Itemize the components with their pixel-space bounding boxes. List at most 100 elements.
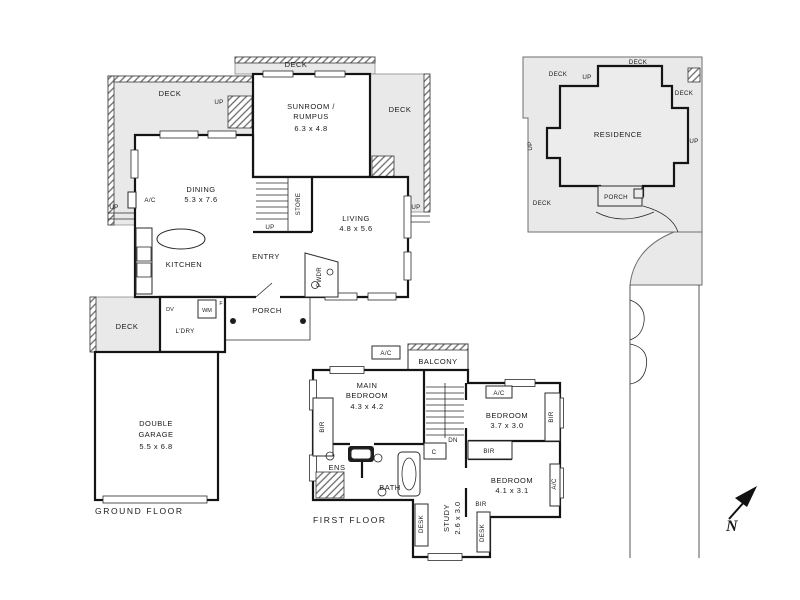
window: [504, 379, 536, 387]
residence-outline: [545, 64, 690, 198]
label-desk: DESK: [418, 514, 425, 533]
label-bath: BATH: [379, 483, 400, 492]
window: [314, 70, 346, 78]
garden-scallop: [629, 343, 648, 385]
label-dn: DN: [448, 437, 458, 444]
label-bedroom3-dims: 4.1 x 3.1: [495, 486, 528, 495]
label-deck: DECK: [629, 59, 648, 66]
ac-unit: [371, 345, 401, 360]
label-ac: A/C: [380, 350, 391, 357]
label-ens: ENS: [329, 463, 346, 472]
deck-railing: [234, 56, 376, 64]
house-outline: [133, 133, 410, 299]
label-up: UP: [582, 74, 591, 81]
first-floor-title: FIRST FLOOR: [313, 515, 387, 525]
balcony-railing: [407, 343, 469, 351]
label-bedroom2-dims: 3.7 x 3.0: [490, 421, 523, 430]
label-main-bedroom: MAIN: [357, 381, 378, 390]
site-planter: [687, 67, 701, 83]
label-main-bedroom: BEDROOM: [346, 391, 388, 400]
toilet: [311, 281, 319, 289]
kitchen-appliance: [136, 246, 152, 262]
site-boundary-funnel: [629, 231, 703, 286]
label-living: LIVING: [342, 214, 370, 223]
garage-door: [102, 495, 208, 504]
label-garage: GARAGE: [138, 430, 173, 439]
kitchen-appliance: [136, 262, 152, 278]
label-pwdr: PWDR: [316, 267, 323, 287]
deck-railing: [107, 75, 115, 226]
window: [207, 130, 237, 139]
north-label: N: [725, 518, 739, 535]
label-deck: DECK: [533, 200, 552, 207]
site-porch-step: [633, 188, 644, 199]
garden-curve: [595, 211, 655, 220]
closet: [423, 442, 447, 460]
planter-box: [371, 155, 395, 179]
north-arrow: N: [725, 486, 757, 535]
label-garage-dims: 5.5 x 6.8: [139, 442, 172, 451]
door-opening: [256, 294, 280, 301]
powder-room: [304, 252, 339, 298]
label-porch: PORCH: [252, 306, 282, 315]
spa-bath-inner: [350, 448, 372, 460]
label-up: UP: [527, 141, 534, 150]
label-dining-dims: 5.3 x 7.6: [184, 195, 217, 204]
window: [403, 195, 412, 239]
label-study-dims: 2.6 x 3.0: [453, 501, 462, 534]
window: [309, 454, 317, 482]
north-arrow-head: [735, 486, 757, 507]
label-residence: RESIDENCE: [594, 130, 642, 139]
label-living-dims: 4.8 x 5.6: [339, 224, 372, 233]
basin: [325, 451, 335, 461]
window: [159, 130, 199, 139]
label-balcony: BALCONY: [418, 357, 457, 366]
ac-cupboard: [485, 385, 513, 399]
label-deck: DECK: [389, 105, 412, 114]
label-f: F: [219, 301, 223, 307]
built-in-robe: [544, 392, 561, 442]
window: [427, 553, 463, 561]
garden-curve: [642, 205, 679, 233]
label-bedroom2: BEDROOM: [486, 411, 528, 420]
garage-outline: [93, 350, 220, 502]
garden-scallop: [629, 299, 645, 341]
label-garage: DOUBLE: [139, 419, 173, 428]
ground-floor-title: GROUND FLOOR: [95, 506, 184, 516]
basin: [373, 453, 383, 463]
deck-railing: [107, 75, 254, 83]
desk: [414, 503, 429, 547]
toilet: [377, 487, 387, 497]
label-laundry: L'DRY: [175, 328, 194, 335]
porch-column: [230, 318, 236, 324]
label-up: UP: [265, 224, 274, 231]
window: [403, 251, 412, 281]
window: [367, 292, 397, 301]
window: [130, 149, 139, 179]
window: [329, 366, 365, 374]
label-deck: DECK: [285, 60, 308, 69]
built-in-robe: [312, 397, 334, 457]
porch-column: [300, 318, 306, 324]
basin: [326, 268, 334, 276]
deck-railing: [423, 73, 431, 213]
label-deck: DECK: [159, 89, 182, 98]
label-bir: BIR: [548, 411, 555, 422]
first-floor-plan: A/C BALCONY MAIN BEDROOM 4.3 x 4.2 BIR A…: [309, 343, 564, 561]
planter-box: [227, 95, 253, 129]
label-bir: BIR: [483, 448, 494, 455]
bathtub-inner: [401, 457, 417, 491]
label-bir: BIR: [319, 421, 326, 432]
label-porch: PORCH: [604, 194, 628, 201]
label-up: UP: [689, 138, 698, 145]
ac-cupboard: [549, 463, 561, 507]
window: [262, 70, 294, 78]
label-ac: A/C: [144, 197, 155, 204]
label-dining: DINING: [186, 185, 215, 194]
deck-steps: [108, 212, 430, 223]
bathtub: [397, 451, 421, 497]
deck-railing: [89, 296, 97, 353]
label-sunroom: RUMPUS: [293, 112, 329, 121]
label-closet: C: [432, 449, 437, 456]
label-bir: BIR: [475, 501, 486, 508]
